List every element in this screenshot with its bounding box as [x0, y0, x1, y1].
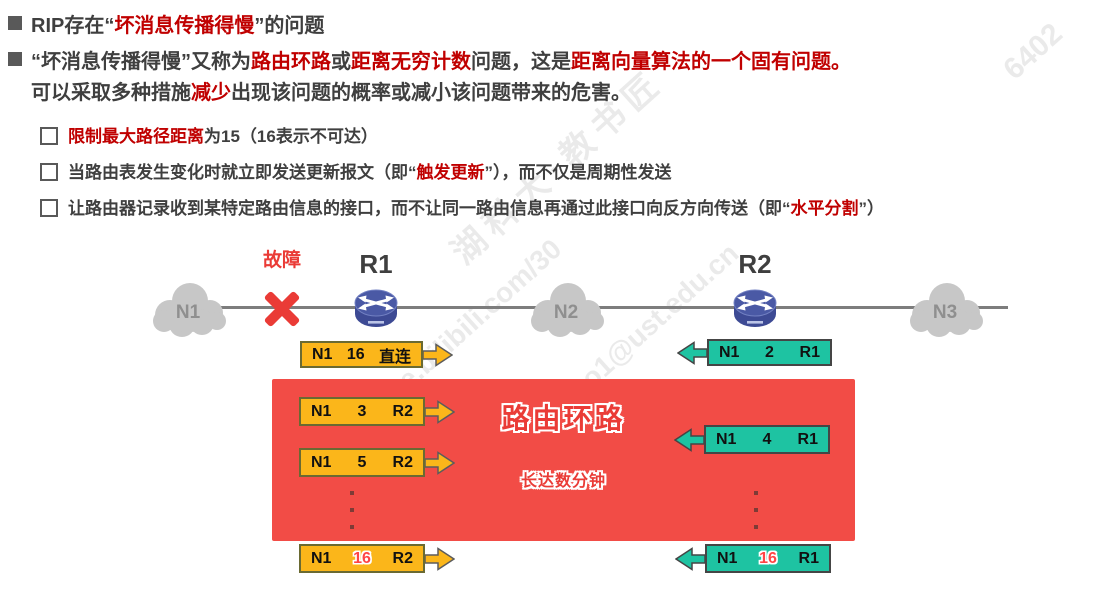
route-entry-r2-before: N1 2 R1: [677, 339, 832, 366]
route-via: 直连: [378, 348, 411, 366]
bullet-square-icon: [8, 16, 22, 30]
route-net: N1: [717, 549, 738, 567]
arrow-right-icon: [425, 399, 455, 424]
route-via: R1: [797, 430, 818, 448]
text-segment: 为15（16表示不可达）: [204, 127, 378, 146]
fault-x-icon: [260, 287, 304, 331]
text-segment: 水平分割: [790, 199, 859, 218]
bullet-loop-definition: “坏消息传播得慢”又称为路由环路或距离无穷计数问题，这是距离向量算法的一个固有问…: [8, 47, 1096, 109]
router-icon-r1: [354, 289, 398, 327]
route-metric-infinity: 16: [353, 549, 371, 567]
loop-title: 路由环路: [501, 403, 626, 434]
text-segment: ”）: [858, 199, 885, 218]
route-entry-r1-loop-b: N1 5 R2: [299, 448, 455, 477]
text-segment: 距离无穷计数: [351, 51, 471, 73]
route-via: R2: [392, 402, 413, 420]
checkbox-icon: [40, 163, 58, 181]
bullet-text: RIP存在“坏消息传播得慢”的问题: [31, 11, 324, 42]
fault-label: 故障: [262, 250, 301, 271]
cloud-label: N1: [176, 302, 201, 323]
text-segment: 距离向量算法的一个固有问题。: [571, 51, 851, 73]
bullet-text: “坏消息传播得慢”又称为路由环路或距离无穷计数问题，这是距离向量算法的一个固有问…: [31, 47, 851, 109]
arrow-left-icon: [675, 546, 705, 571]
measure-text: 让路由器记录收到某特定路由信息的接口，而不让同一路由信息再通过此接口向反方向传送…: [68, 198, 884, 219]
arrow-left-icon: [677, 340, 707, 365]
route-metric: 5: [357, 453, 367, 471]
ellipsis-dots-left: [350, 491, 354, 529]
arrow-right-icon: [423, 342, 453, 367]
text-segment: 出现该问题的概率或减小该问题带来的危害。: [231, 82, 631, 104]
route-metric: 16: [346, 345, 365, 363]
route-metric: 2: [765, 343, 774, 361]
router-label-r2: R2: [738, 249, 772, 279]
network-cloud-n1: N1: [153, 283, 226, 337]
arrow-left-icon: [674, 427, 704, 452]
text-segment: RIP存在“: [31, 15, 115, 37]
routing-loop-panel: 路由环路 长达数分钟 N1 3 R2 N1 4 R1 N1 5 R2: [272, 379, 855, 541]
route-via: R1: [798, 549, 819, 567]
route-entry-r1-direct: N1 16 直连: [300, 341, 453, 368]
text-segment: 触发更新: [416, 163, 485, 182]
checkbox-icon: [40, 199, 58, 217]
arrow-right-icon: [425, 450, 455, 475]
route-via: R2: [392, 549, 413, 567]
router-icon-r2: [733, 289, 777, 327]
route-metric-infinity: 16: [759, 549, 777, 567]
text-segment: 坏消息传播得慢: [114, 15, 255, 37]
route-entry-r2-final: N1 16 R1: [675, 544, 831, 573]
arrow-right-icon: [425, 546, 455, 571]
network-cloud-n3: N3: [910, 283, 983, 337]
cloud-label: N2: [554, 302, 578, 323]
text-segment: 减少: [191, 82, 231, 104]
text-segment: 问题，这是: [471, 51, 571, 73]
text-segment: 让路由器记录收到某特定路由信息的接口，而不让同一路由信息再通过此接口向反方向传送…: [68, 199, 791, 218]
route-net: N1: [311, 453, 332, 471]
text-segment: 路由环路: [251, 51, 331, 73]
route-net: N1: [716, 430, 737, 448]
measure-triggered-update: 当路由表发生变化时就立即发送更新报文（即“触发更新”），而不仅是周期性发送: [40, 162, 1080, 183]
bullet-rip-problem: RIP存在“坏消息传播得慢”的问题: [8, 11, 1088, 42]
route-metric: 3: [357, 402, 367, 420]
network-cloud-n2: N2: [531, 283, 604, 337]
route-via: R1: [799, 343, 820, 361]
text-segment: 或: [331, 51, 351, 73]
checkbox-icon: [40, 127, 58, 145]
text-segment: 限制最大路径距离: [68, 127, 204, 146]
measure-split-horizon: 让路由器记录收到某特定路由信息的接口，而不让同一路由信息再通过此接口向反方向传送…: [40, 198, 1090, 219]
route-metric: 4: [762, 430, 772, 448]
cloud-label: N3: [933, 302, 957, 323]
route-via: R2: [392, 453, 413, 471]
route-entry-r1-loop-a: N1 3 R2: [299, 397, 455, 426]
measure-max-distance: 限制最大路径距离为15（16表示不可达）: [40, 126, 1080, 147]
text-segment: ”的问题: [254, 15, 325, 37]
bullet-square-icon: [8, 52, 22, 66]
route-net: N1: [311, 402, 332, 420]
route-entry-r2-loop: N1 4 R1: [674, 425, 830, 454]
route-net: N1: [311, 549, 332, 567]
measure-text: 当路由表发生变化时就立即发送更新报文（即“触发更新”），而不仅是周期性发送: [68, 162, 672, 183]
route-net: N1: [719, 343, 740, 361]
loop-subtitle: 长达数分钟: [520, 473, 606, 490]
route-entry-r1-final: N1 16 R2: [299, 544, 455, 573]
text-segment: ”），而不仅是周期性发送: [484, 163, 672, 182]
router-label-r1: R1: [359, 249, 393, 279]
ellipsis-dots-right: [754, 491, 758, 529]
route-net: N1: [312, 345, 333, 363]
text-segment: 当路由表发生变化时就立即发送更新报文（即“: [68, 163, 417, 182]
text-segment: 可以采取多种措施: [31, 82, 191, 104]
measure-text: 限制最大路径距离为15（16表示不可达）: [68, 126, 378, 147]
text-segment: “坏消息传播得慢”又称为: [31, 51, 251, 73]
